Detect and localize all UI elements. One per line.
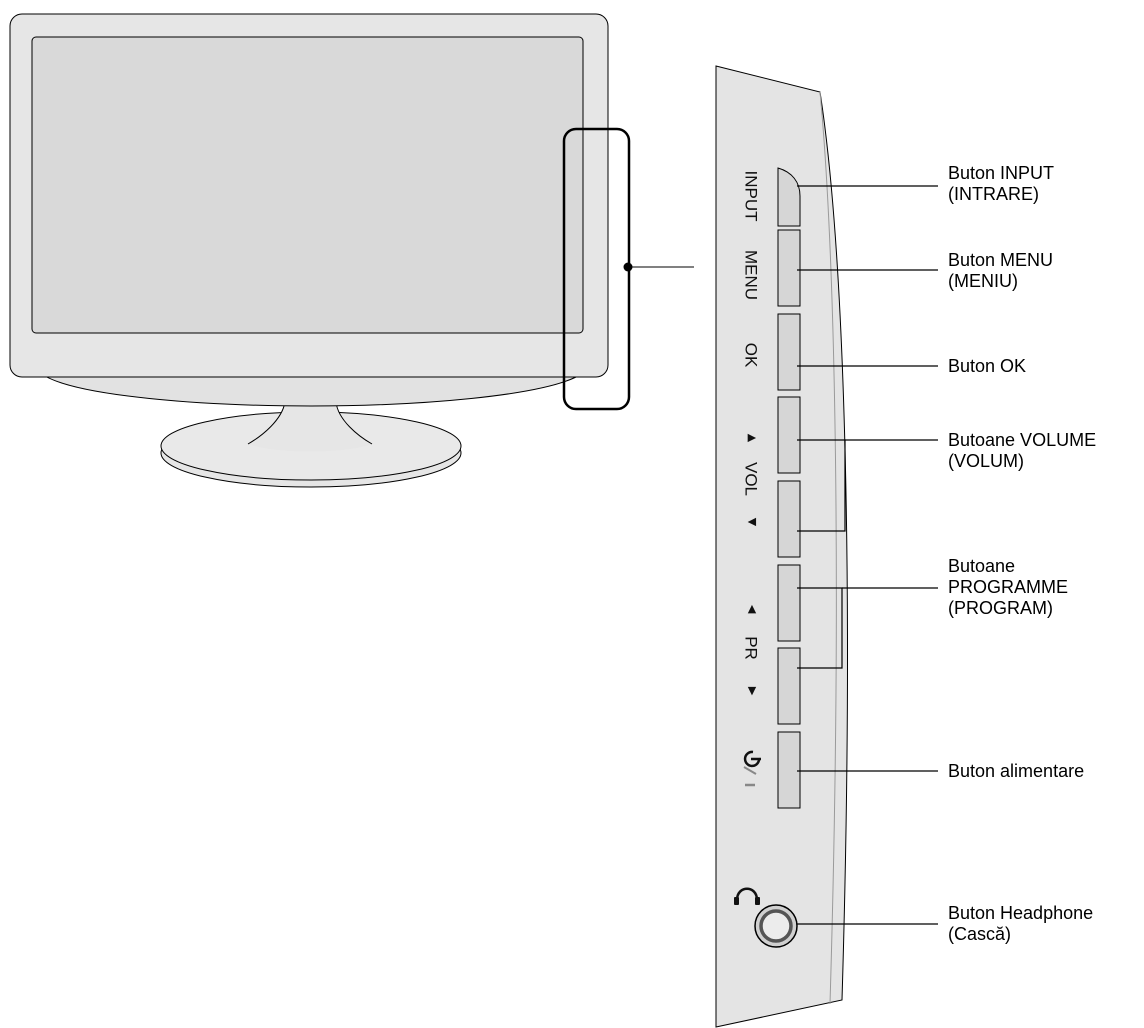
vol-label: VOL [742, 462, 761, 496]
tv-bottom-bar [43, 375, 579, 407]
programme-down-icon: ▼ [748, 684, 757, 697]
pr-label: PR [742, 636, 761, 660]
power-button[interactable] [777, 731, 801, 809]
callout-ok: Buton OK [948, 356, 1026, 377]
volume-down-button[interactable] [777, 480, 801, 558]
callout-lines [797, 185, 938, 925]
menu-button[interactable] [777, 229, 801, 307]
callout-programme-line-2: PROGRAMME [948, 577, 1069, 597]
power-standby-icon [743, 750, 761, 787]
side-panel-edge [819, 91, 837, 1005]
headphone-icon [734, 887, 760, 905]
programme-down-button[interactable] [777, 647, 801, 725]
callout-volume-line-1: Butoane VOLUME [948, 430, 1097, 450]
callout-headphone: Buton Headphone (Cască) [948, 903, 1093, 945]
callout-headphone-line-2: (Cască) [948, 924, 1012, 944]
tv-front-view [9, 13, 694, 488]
callout-power-line-1: Buton alimentare [948, 761, 1085, 781]
ok-label: OK [742, 343, 761, 368]
callout-programme-line-1: Butoane [948, 556, 1016, 576]
callout-menu: Buton MENU (MENIU) [948, 250, 1053, 292]
volume-down-icon: ▼ [746, 518, 759, 527]
volume-up-icon: ▲ [746, 434, 759, 443]
callout-power: Buton alimentare [948, 761, 1084, 782]
callout-programme-line-3: (PROGRAM) [948, 598, 1053, 618]
callout-headphone-line-1: Buton Headphone [948, 903, 1094, 923]
menu-label: MENU [742, 250, 761, 300]
callout-volume-line-2: (VOLUM) [948, 451, 1024, 471]
callout-menu-line-1: Buton MENU [948, 250, 1054, 270]
callout-volume: Butoane VOLUME (VOLUM) [948, 430, 1096, 472]
callout-input-line-2: (INTRARE) [948, 184, 1039, 204]
headphone-jack[interactable] [754, 904, 798, 948]
input-button[interactable] [777, 167, 801, 227]
ok-button[interactable] [777, 313, 801, 391]
input-label: INPUT [742, 171, 761, 222]
programme-up-icon: ▲ [748, 602, 757, 615]
side-panel: INPUT MENU OK ▲ VOL ▼ ▲ PR ▼ [715, 65, 938, 1028]
callout-ok-line-1: Buton OK [948, 356, 1027, 376]
callout-programme: Butoane PROGRAMME (PROGRAM) [948, 556, 1068, 619]
callout-input: Buton INPUT (INTRARE) [948, 163, 1054, 205]
volume-up-button[interactable] [777, 396, 801, 474]
callout-menu-line-2: (MENIU) [948, 271, 1018, 291]
tv-stand [160, 401, 462, 488]
callout-input-line-1: Buton INPUT [948, 163, 1055, 183]
programme-up-button[interactable] [777, 564, 801, 642]
tv-screen [31, 36, 584, 334]
